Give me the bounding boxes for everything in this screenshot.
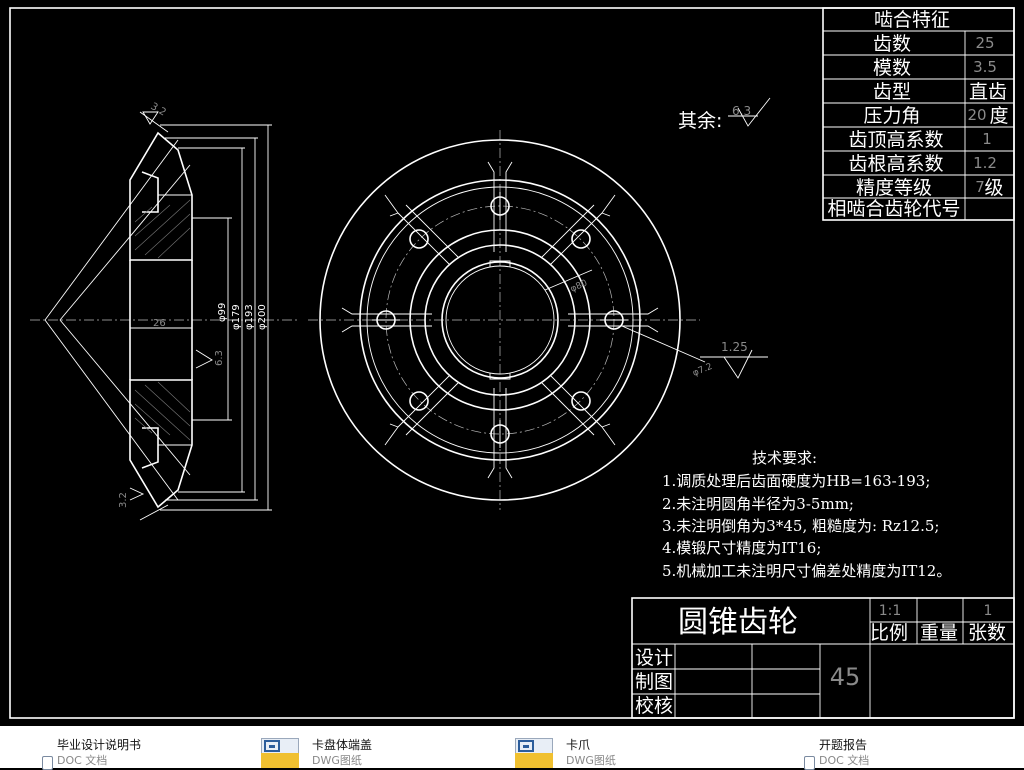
roughness-note-value: 6.3	[732, 104, 751, 118]
mesh-row-addendum-value: 1	[982, 130, 992, 148]
file-item-doc-proposal[interactable]: 开题报告 DOC 文档	[762, 726, 1002, 770]
file-type: DOC 文档	[57, 754, 108, 767]
mesh-row-dedendum-value: 1.2	[973, 154, 997, 172]
mesh-row-addendum-label: 齿顶高系数	[848, 129, 943, 151]
file-item-dwg-jaw[interactable]: 卡爪 DWG图纸	[509, 726, 749, 768]
tech-req-item-3: 3.未注明倒角为3*45, 粗糙度为: Rz12.5;	[662, 517, 939, 535]
mesh-row-dedendum-label: 齿根高系数	[848, 153, 943, 175]
dim-d200: φ200	[257, 304, 268, 330]
gear-section-view: 26 φ99 φ179 φ193 φ200 6.3 3.2 3.2	[30, 101, 300, 521]
tech-requirements: 技术要求: 1.调质处理后齿面硬度为HB=163-193; 2.未注明圆角半径为…	[662, 449, 951, 580]
mesh-row-accuracy-label: 精度等级	[856, 177, 932, 199]
tech-req-title: 技术要求:	[752, 449, 817, 467]
scale-label: 比例	[870, 622, 908, 644]
mesh-row-teeth-value: 25	[975, 34, 994, 52]
rib-lines	[341, 161, 659, 479]
tech-req-item-2: 2.未注明圆角半径为3-5mm;	[662, 495, 854, 513]
dwg-file-icon	[261, 738, 299, 768]
dim-hole-dia: φ7.2	[691, 362, 714, 379]
bolt-holes	[372, 192, 628, 448]
mesh-row-mating-gear-label: 相啮合齿轮代号	[827, 198, 960, 220]
mesh-row-teeth-label: 齿数	[873, 33, 911, 55]
tech-req-item-4: 4.模锻尺寸精度为IT16;	[662, 539, 821, 557]
file-name: 毕业设计说明书	[57, 738, 142, 752]
mesh-table-title: 啮合特征	[874, 9, 950, 31]
sheet-count-value: 1	[984, 603, 993, 619]
mesh-row-tooth-type-label: 齿型	[873, 81, 911, 103]
mesh-row-pressure-angle-label: 压力角	[863, 105, 920, 127]
mesh-row-accuracy-unit: 级	[984, 177, 1003, 199]
sheets-label: 张数	[968, 622, 1006, 644]
cad-drawing: 啮合特征 齿数 25 模数 3.5 齿型 直齿 压力角 20 度 齿顶高系数 1…	[9, 7, 1015, 719]
mesh-table: 啮合特征 齿数 25 模数 3.5 齿型 直齿 压力角 20 度 齿顶高系数 1…	[822, 7, 1015, 221]
dim-d179: φ179	[231, 304, 242, 330]
dim-d99: φ99	[217, 303, 228, 322]
file-item-doc-thesis[interactable]: 毕业设计说明书 DOC 文档	[0, 726, 240, 770]
mesh-row-pressure-angle-unit: 度	[989, 105, 1008, 127]
file-name: 开题报告	[819, 738, 868, 752]
tech-req-item-5: 5.机械加工未注明尺寸偏差处精度为IT12。	[662, 562, 951, 580]
dwg-file-icon	[515, 738, 553, 768]
file-type: DOC 文档	[819, 754, 870, 767]
mesh-row-pressure-angle-value: 20	[967, 106, 986, 124]
mesh-row-tooth-type-value: 直齿	[969, 81, 1007, 103]
roughness-note-label: 其余:	[678, 110, 722, 132]
file-name: 卡爪	[566, 738, 591, 752]
drawing-label: 制图	[635, 671, 673, 693]
dim-hole-roughness: 1.25	[721, 340, 748, 354]
file-type: DWG图纸	[566, 754, 616, 767]
title-block: 圆锥齿轮 1:1 1 比例 重量 张数 设计 制图 校核 45	[631, 597, 1015, 719]
dim-chamfer-bottom: 3.2	[118, 492, 129, 508]
gear-front-view: φ80 φ7.2 1.25	[308, 130, 768, 510]
file-type: DWG图纸	[312, 754, 362, 767]
dim-d193: φ193	[244, 304, 255, 330]
tech-req-item-1: 1.调质处理后齿面硬度为HB=163-193;	[662, 472, 930, 490]
roughness-note: 其余: 6.3	[678, 97, 771, 132]
mesh-row-accuracy-value: 7	[975, 178, 985, 196]
file-name: 卡盘体端盖	[312, 738, 373, 752]
check-label: 校核	[635, 695, 673, 717]
material-number: 45	[830, 663, 861, 691]
file-list-bar: 毕业设计说明书 DOC 文档 卡盘体端盖 DWG图纸 卡爪 DWG图纸 开题报告…	[0, 726, 1024, 770]
drawing-border	[9, 7, 1015, 719]
file-item-dwg-chuck-cover[interactable]: 卡盘体端盖 DWG图纸	[255, 726, 495, 768]
mesh-row-module-label: 模数	[873, 57, 911, 79]
dim-roughness-mid: 6.3	[214, 350, 225, 366]
weight-label: 重量	[920, 622, 958, 644]
scale-value: 1:1	[879, 603, 902, 619]
cad-canvas: 啮合特征 齿数 25 模数 3.5 齿型 直齿 压力角 20 度 齿顶高系数 1…	[9, 7, 1015, 719]
design-label: 设计	[635, 647, 673, 669]
mesh-row-module-value: 3.5	[973, 58, 997, 76]
dim-width: 26	[153, 318, 166, 329]
part-name: 圆锥齿轮	[678, 605, 798, 640]
dim-chamfer-top: 3.2	[149, 101, 168, 118]
